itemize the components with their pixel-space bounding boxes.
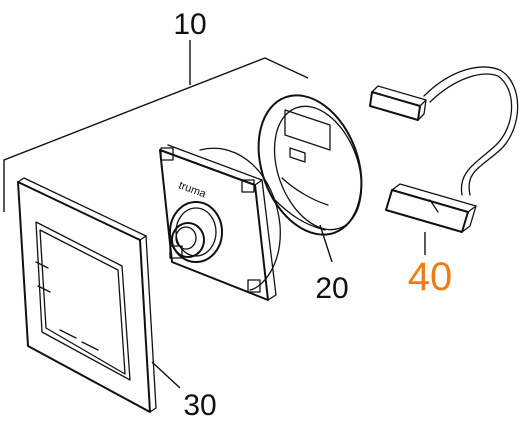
callout-10: 10 (173, 8, 206, 41)
mounting-plate (257, 94, 363, 263)
cable (369, 66, 519, 255)
callout-40: 40 (408, 255, 453, 299)
assembly-bracket (3, 40, 309, 212)
cover-frame (17, 177, 157, 413)
brand-mark: truma (177, 180, 208, 201)
callout-30: 30 (183, 389, 216, 422)
control-unit: truma (159, 144, 281, 301)
callout-20: 20 (315, 272, 348, 305)
leader-30 (151, 361, 181, 389)
